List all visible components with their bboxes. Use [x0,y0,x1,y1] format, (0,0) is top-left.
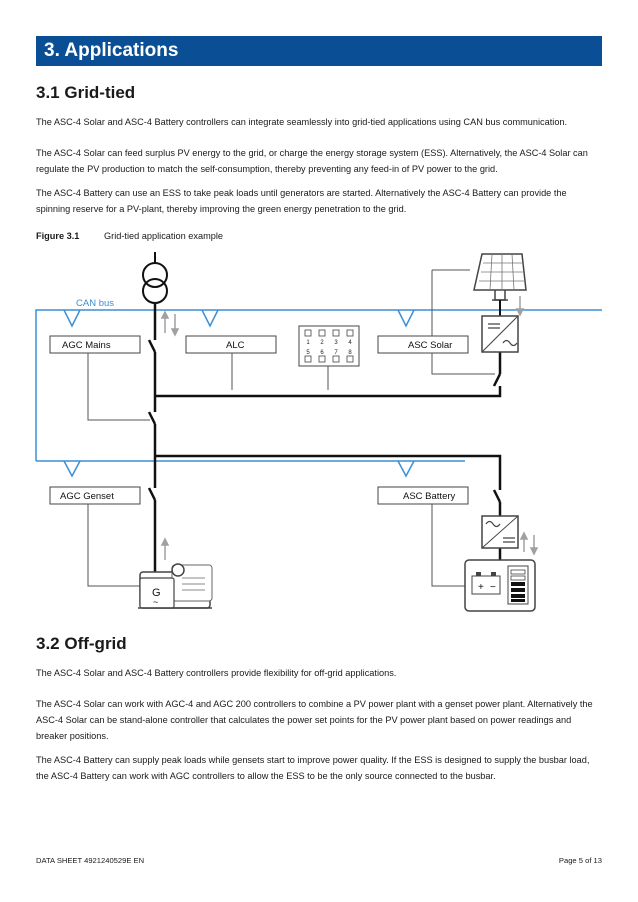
paragraph: The ASC-4 Battery can use an ESS to take… [36,188,567,214]
figure-number: Figure 3.1 [36,231,80,241]
solar-panel-icon [473,253,527,316]
asc-battery-box [377,486,469,505]
alc-box [185,335,277,354]
genset-icon: G ~ [138,563,213,609]
can-bus-lines [35,309,602,478]
heading-off-grid: 3.2 Off-grid [36,634,127,653]
heading-grid-tied: 3.1 Grid-tied [36,83,136,102]
busbar-lines [147,304,502,572]
figure-caption-text: Grid-tied application example [104,231,223,241]
alc-terminal-block: 1 2 3 4 5 6 7 8 [298,325,360,367]
terminal-number: 4 [348,340,352,346]
agc-mains-label: AGC Mains [62,340,111,351]
paragraph: The ASC-4 Solar can feed surplus PV ener… [36,148,588,174]
battery-icon: + − [464,559,536,612]
alc-label: ALC [226,340,245,351]
paragraph: The ASC-4 Solar and ASC-4 Battery contro… [36,668,397,678]
agc-mains-box [49,335,141,354]
power-flow-arrows [160,296,539,560]
terminal-number: 2 [320,340,324,346]
figure-caption: Figure 3.1 Grid-tied application example [36,230,223,242]
terminal-number: 7 [334,350,338,356]
footer-page-number: Page 5 of 13 [558,856,602,865]
signal-wiring [87,269,495,587]
paragraph: The ASC-4 Solar and ASC-4 Battery contro… [36,117,568,127]
asc-battery-label: ASC Battery [403,491,456,502]
section-banner: 3. Applications [36,36,602,66]
asc-solar-label: ASC Solar [408,340,452,351]
battery-plus: + [478,582,484,593]
terminal-number: 5 [306,350,310,356]
genset-letter: G [152,587,161,599]
terminal-number: 8 [348,350,352,356]
can-bus-label: CAN bus [76,298,114,309]
footer-doc-id: DATA SHEET 4921240529E EN [36,856,145,865]
terminal-number: 6 [320,350,324,356]
terminal-number: 1 [306,340,310,346]
paragraph: The ASC-4 Battery can supply peak loads … [36,755,590,781]
genset-tilde: ~ [153,597,158,607]
transformer-icon [142,252,168,304]
terminal-number: 3 [334,340,338,346]
battery-inverter-icon [481,515,519,549]
battery-minus: − [490,582,496,593]
pv-inverter-icon [481,315,519,353]
asc-solar-box [377,335,469,354]
section-title: 3. Applications [44,40,179,61]
agc-genset-label: AGC Genset [60,491,114,502]
agc-genset-box [49,486,141,505]
paragraph: The ASC-4 Solar can work with AGC-4 and … [36,699,593,741]
